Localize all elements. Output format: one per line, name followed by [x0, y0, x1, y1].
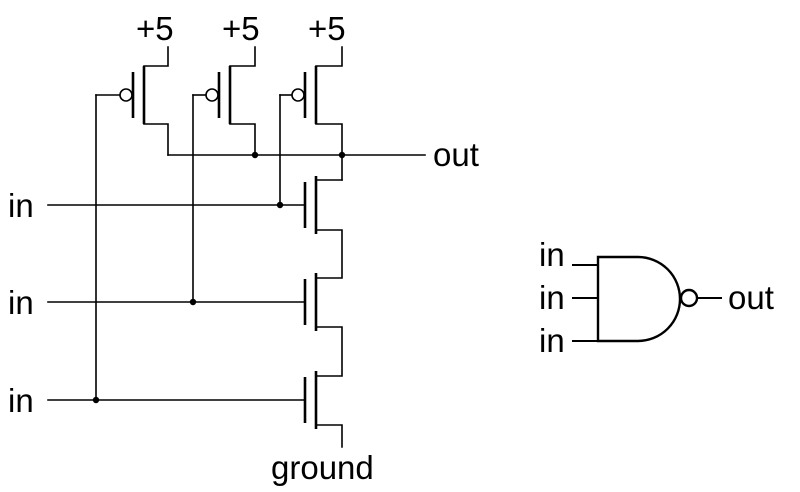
junction-dot [338, 151, 346, 159]
nmos-3 [303, 371, 343, 448]
nand-gate-symbol [572, 255, 722, 343]
symbol-input-label: in [539, 322, 565, 359]
input-label: in [8, 284, 34, 321]
junction-dot [251, 151, 259, 159]
supply-label: +5 [136, 10, 174, 47]
pmos-3 [279, 46, 343, 181]
ground-label: ground [271, 449, 374, 486]
input-wire-1 [47, 94, 306, 209]
input-label: in [8, 382, 34, 419]
pmos-2 [192, 46, 256, 156]
symbol-input-label: in [539, 279, 565, 316]
output-label: out [433, 136, 479, 173]
input-label: in [8, 187, 34, 224]
pmos-1 [95, 46, 169, 156]
symbol-input-label: in [539, 236, 565, 273]
input-wire-2 [47, 94, 306, 306]
symbol-output-label: out [728, 279, 774, 316]
nmos-1 [303, 176, 343, 279]
input-wire-3 [47, 94, 306, 404]
supply-label: +5 [222, 10, 260, 47]
nmos-2 [303, 273, 343, 377]
supply-label: +5 [308, 10, 346, 47]
